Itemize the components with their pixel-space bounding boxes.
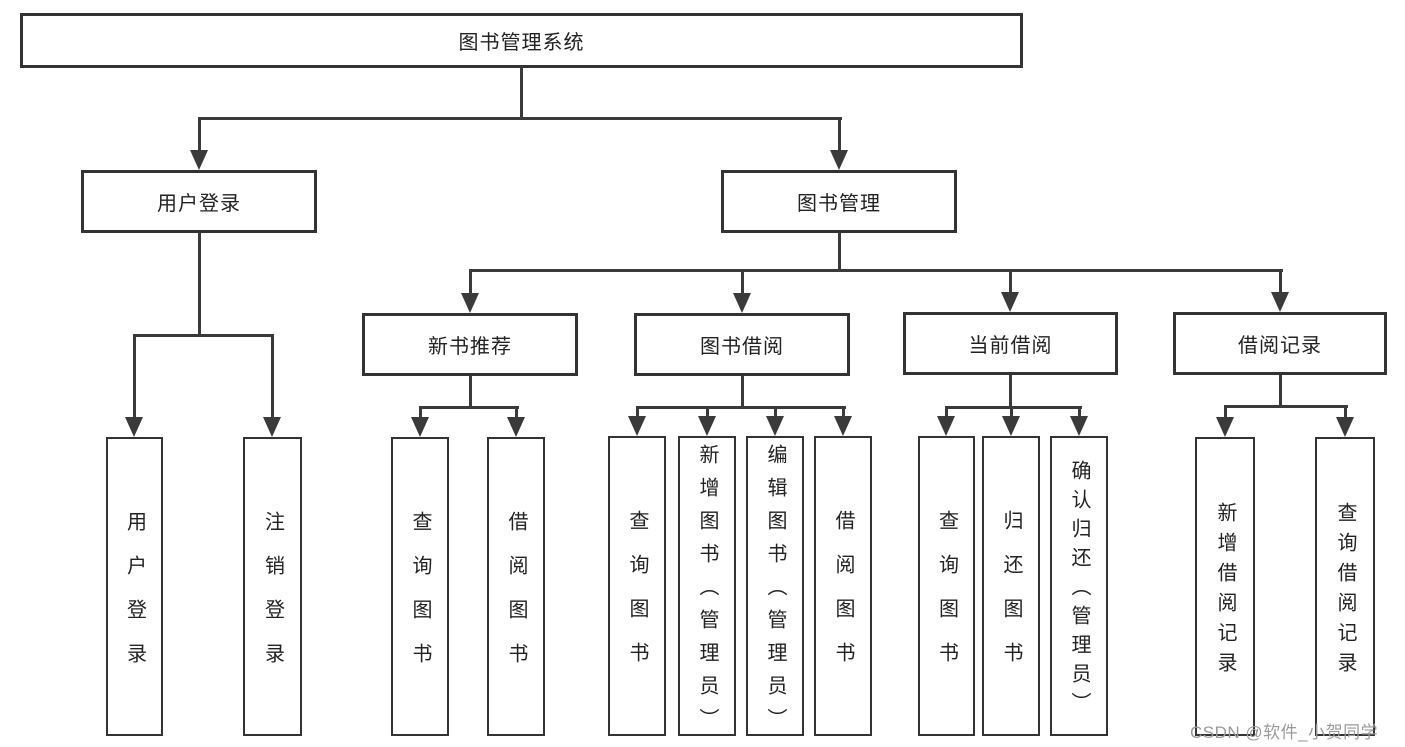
leaf-edit-book-admin-label: 编辑图书（管理员） [764,444,786,741]
connector-line [1010,407,1013,419]
arrow-down-icon [125,417,143,437]
leaf-query-books-1: 查询图书 [391,437,449,736]
arrow-down-icon [190,150,208,170]
connector-line [1009,375,1012,408]
leaf-query-books-3-label: 查询图书 [935,510,958,686]
connector-line [1009,270,1012,295]
leaf-add-book-admin: 新增图书（管理员） [678,436,736,741]
node-new-book-recommend: 新书推荐 [362,313,578,376]
leaf-return-books-label: 归还图书 [1000,510,1022,686]
leaf-add-borrow-record-label: 新增借阅记录 [1214,501,1236,682]
arrow-down-icon [263,417,281,437]
connector-line [838,118,841,153]
leaf-query-books-3: 查询图书 [918,436,975,736]
node-borrow-records-label: 借阅记录 [1238,335,1322,357]
leaf-add-book-admin-label: 新增图书（管理员） [696,444,718,741]
arrow-down-icon [507,417,525,437]
csdn-watermark: CSDN @软件_小贺同学 [1190,723,1379,742]
connector-line [741,270,744,296]
connector-line [636,407,639,419]
connector-line [945,406,1082,409]
connector-line [133,335,136,420]
connector-line [1078,407,1081,419]
connector-line [1224,406,1227,419]
connector-line [774,407,777,419]
leaf-query-books-2-label: 查询图书 [626,510,648,686]
connector-line [198,118,201,153]
leaf-query-books-2: 查询图书 [608,436,666,736]
leaf-query-books-1-label: 查询图书 [409,510,431,687]
arrow-down-icon [1271,292,1289,312]
connector-line [1279,270,1282,295]
connector-line [842,407,845,419]
leaf-confirm-return-admin: 确认归还（管理员） [1050,436,1108,736]
leaf-query-borrow-record-label: 查询借阅记录 [1334,501,1356,682]
connector-line [838,233,841,271]
node-root-label: 图书管理系统 [458,32,585,54]
arrow-down-icon [733,293,751,313]
node-user-login: 用户登录 [81,170,317,233]
leaf-query-borrow-record: 查询借阅记录 [1315,437,1375,736]
connector-line [945,407,948,419]
arrow-down-icon [1002,416,1020,436]
connector-line [636,406,846,409]
connector-line [469,270,472,296]
node-new-book-recommend-label: 新书推荐 [428,336,512,358]
connector-line [198,117,842,120]
connector-line [1344,406,1347,419]
connector-line [419,406,519,409]
connector-line [469,376,472,408]
leaf-add-borrow-record: 新增借阅记录 [1195,437,1255,736]
arrow-down-icon [698,416,716,436]
leaf-edit-book-admin: 编辑图书（管理员） [746,436,804,741]
connector-line [198,233,201,336]
leaf-user-login-label: 用户登录 [123,510,146,687]
node-book-borrow: 图书借阅 [634,313,850,376]
leaf-borrow-books-1: 借阅图书 [487,437,545,736]
leaf-borrow-books-2-label: 借阅图书 [832,510,854,686]
node-book-borrow-label: 图书借阅 [700,336,784,358]
arrow-down-icon [766,416,784,436]
connector-line [271,335,274,420]
connector-line [706,407,709,419]
node-book-management-label: 图书管理 [797,193,881,215]
arrow-down-icon [1336,417,1354,437]
node-user-login-label: 用户登录 [157,193,241,215]
leaf-return-books: 归还图书 [982,436,1040,736]
node-book-management: 图书管理 [721,170,957,233]
connector-line [515,407,518,420]
leaf-logout: 注销登录 [243,437,302,736]
node-current-borrow: 当前借阅 [903,312,1118,375]
arrow-down-icon [461,293,479,313]
leaf-confirm-return-admin-label: 确认归还（管理员） [1068,460,1090,721]
leaf-logout-label: 注销登录 [261,510,284,687]
node-root: 图书管理系统 [20,13,1023,68]
leaf-borrow-books-1-label: 借阅图书 [505,510,527,687]
leaf-borrow-books-2: 借阅图书 [814,436,872,736]
connector-line [741,376,744,408]
arrow-down-icon [830,150,848,170]
arrow-down-icon [834,416,852,436]
connector-line [469,269,1283,272]
connector-line [1224,405,1348,408]
arrow-down-icon [411,417,429,437]
arrow-down-icon [628,416,646,436]
connector-line [419,407,422,420]
connector-line [133,334,274,337]
arrow-down-icon [1216,417,1234,437]
arrow-down-icon [937,416,955,436]
leaf-user-login: 用户登录 [106,437,163,736]
arrow-down-icon [1001,292,1019,312]
node-borrow-records: 借阅记录 [1173,312,1387,375]
node-current-borrow-label: 当前借阅 [968,335,1053,357]
connector-line [1279,375,1282,407]
connector-line [520,66,523,119]
arrow-down-icon [1070,416,1088,436]
